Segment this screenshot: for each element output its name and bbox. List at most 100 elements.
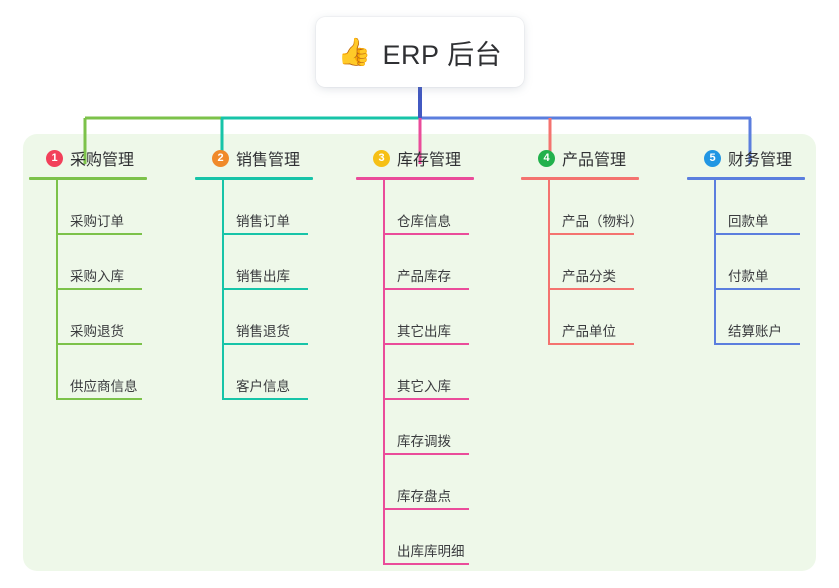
leaf-item[interactable]: 采购入库 [29,235,193,290]
branch-underline-5 [687,177,805,180]
leaf-spine [714,180,716,345]
leaf-item-label: 其它出库 [397,324,451,339]
leaf-item-label: 库存盘点 [397,489,451,504]
leaf-underline [714,233,800,235]
branch-header-1[interactable]: 1 采购管理 [29,146,193,170]
leaf-item[interactable]: 出库库明细 [356,510,520,565]
leaf-underline [383,563,469,565]
branch-column-3: 3 库存管理 仓库信息产品库存其它出库其它入库库存调拨库存盘点出库库明细 [356,146,520,565]
leaf-item[interactable]: 产品分类 [521,235,685,290]
leaf-item[interactable]: 产品单位 [521,290,685,345]
leaf-underline [714,288,800,290]
leaf-underline [548,288,634,290]
leaf-spine [548,180,550,345]
branch-title-2: 销售管理 [236,152,301,169]
leaf-item-label: 采购订单 [70,214,124,229]
branch-badge-1: 1 [46,149,63,167]
leaf-item[interactable]: 销售出库 [195,235,359,290]
leaf-item-label: 结算账户 [728,324,782,339]
branch-header-5[interactable]: 5 财务管理 [687,146,839,170]
leaf-underline [383,453,469,455]
leaf-item[interactable]: 回款单 [687,180,839,235]
leaf-underline [383,343,469,345]
leaf-spine [222,180,224,400]
leaf-item[interactable]: 采购退货 [29,290,193,345]
leaf-item-label: 产品分类 [562,269,616,284]
branch-badge-2: 2 [212,149,229,167]
branch-title-3: 库存管理 [397,152,462,169]
leaf-underline [222,398,308,400]
leaf-item-label: 销售出库 [236,269,290,284]
branch-column-4: 4 产品管理 产品（物料） 产品分类产品单位 [521,146,685,345]
diagram-background-panel [23,134,816,571]
leaf-item-label: 产品库存 [397,269,451,284]
branch-badge-5: 5 [704,149,721,167]
leaf-list-2: 销售订单销售出库销售退货客户信息 [195,180,359,400]
leaf-underline [714,343,800,345]
leaf-item-label: 销售订单 [236,214,290,229]
leaf-item[interactable]: 库存调拨 [356,400,520,455]
leaf-underline [56,233,142,235]
leaf-item-label: 出库库明细 [397,544,465,559]
leaf-item-label: 采购退货 [70,324,124,339]
leaf-item-label: 供应商信息 [70,379,138,394]
leaf-underline [383,398,469,400]
leaf-item-label: 采购入库 [70,269,124,284]
branch-badge-3: 3 [373,149,390,167]
branch-column-2: 2 销售管理 销售订单销售出库销售退货客户信息 [195,146,359,400]
leaf-item-label: 其它入库 [397,379,451,394]
leaf-underline [383,288,469,290]
leaf-item-label: 付款单 [728,269,769,284]
leaf-spine [383,180,385,565]
branch-title-1: 采购管理 [70,152,135,169]
leaf-item-label: 产品（物料） [562,214,643,229]
leaf-item[interactable]: 其它入库 [356,345,520,400]
leaf-item-label: 库存调拨 [397,434,451,449]
leaf-item[interactable]: 供应商信息 [29,345,193,400]
leaf-item-label: 产品单位 [562,324,616,339]
leaf-underline [383,508,469,510]
leaf-item[interactable]: 客户信息 [195,345,359,400]
leaf-underline [383,233,469,235]
branch-underline-4 [521,177,639,180]
leaf-item[interactable]: 产品（物料） [521,180,685,235]
leaf-underline [222,233,308,235]
leaf-underline [222,288,308,290]
leaf-item-label: 客户信息 [236,379,290,394]
leaf-underline [56,343,142,345]
leaf-item[interactable]: 其它出库 [356,290,520,345]
leaf-item-label: 仓库信息 [397,214,451,229]
root-title: ERP 后台 [382,39,503,70]
leaf-item[interactable]: 销售订单 [195,180,359,235]
leaf-item[interactable]: 仓库信息 [356,180,520,235]
leaf-underline [222,343,308,345]
branch-title-4: 产品管理 [562,152,627,169]
leaf-item[interactable]: 结算账户 [687,290,839,345]
leaf-item[interactable]: 采购订单 [29,180,193,235]
leaf-item[interactable]: 库存盘点 [356,455,520,510]
branch-underline-3 [356,177,474,180]
branch-header-3[interactable]: 3 库存管理 [356,146,520,170]
thumbs-up-icon: 👍 [337,36,372,67]
leaf-item[interactable]: 产品库存 [356,235,520,290]
leaf-item[interactable]: 销售退货 [195,290,359,345]
leaf-list-4: 产品（物料） 产品分类产品单位 [521,180,685,345]
leaf-underline [56,398,142,400]
branch-column-5: 5 财务管理 回款单付款单结算账户 [687,146,839,345]
leaf-item-label: 回款单 [728,214,769,229]
leaf-spine [56,180,58,400]
branch-underline-1 [29,177,147,180]
branch-badge-4: 4 [538,149,555,167]
leaf-item[interactable]: 付款单 [687,235,839,290]
branch-header-4[interactable]: 4 产品管理 [521,146,685,170]
branch-underline-2 [195,177,313,180]
leaf-underline [56,288,142,290]
leaf-underline [548,343,634,345]
branch-header-2[interactable]: 2 销售管理 [195,146,359,170]
root-node[interactable]: 👍 ERP 后台 [316,17,524,87]
leaf-list-5: 回款单付款单结算账户 [687,180,839,345]
leaf-underline [548,233,634,235]
leaf-item-label: 销售退货 [236,324,290,339]
branch-column-1: 1 采购管理 采购订单采购入库采购退货供应商信息 [29,146,193,400]
